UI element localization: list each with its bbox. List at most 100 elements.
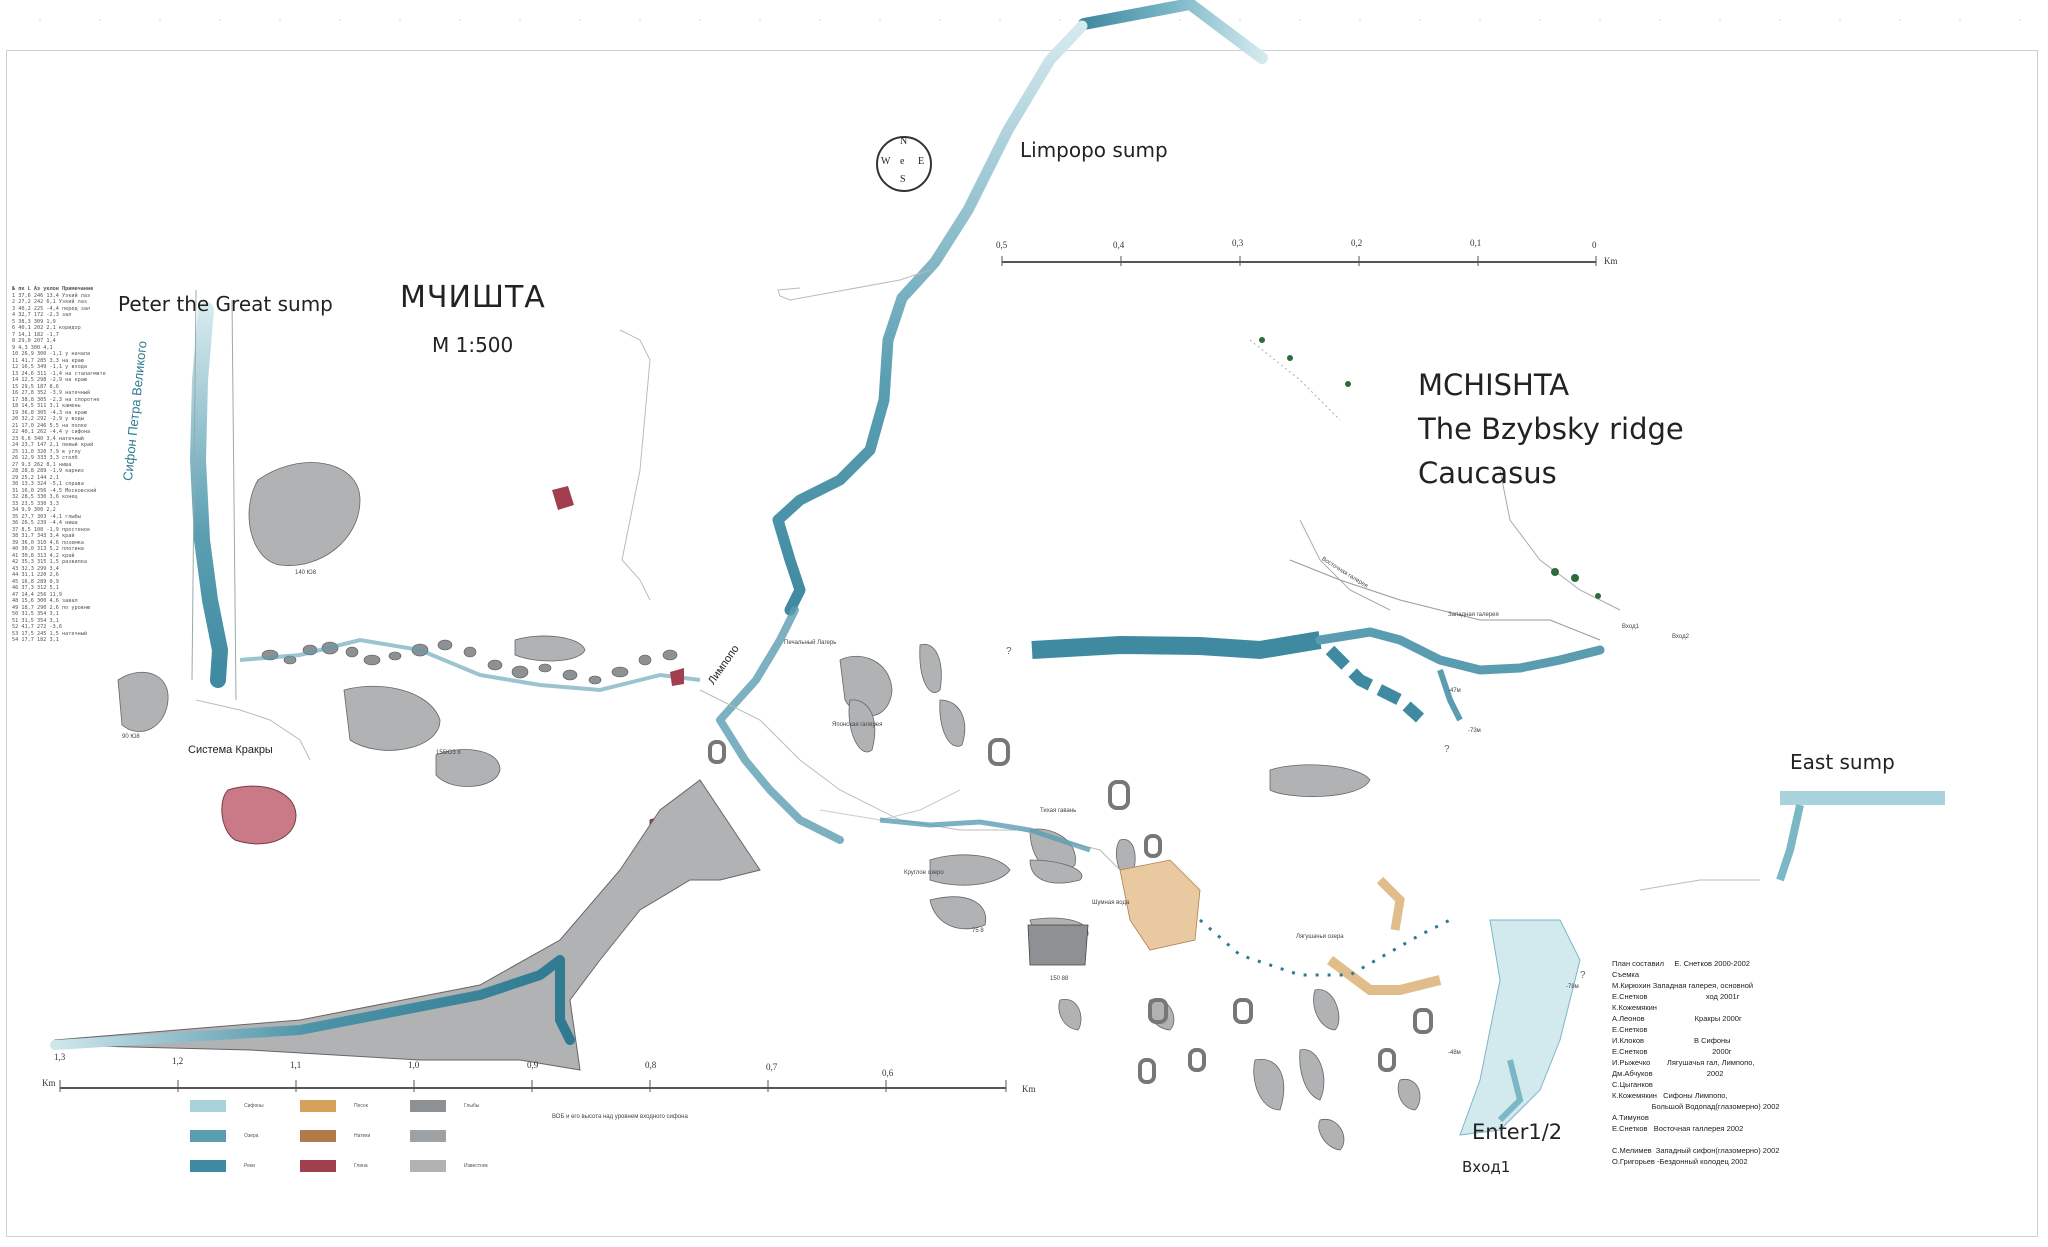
- scale-bottom-tick-3: 1,0: [408, 1060, 420, 1070]
- survey-row: 38 31,7 343 3,4 край: [12, 533, 75, 539]
- survey-row: 3 40,2 225 -4,4 перед зал: [12, 305, 91, 312]
- legend-item: Сифоны: [190, 1100, 264, 1112]
- legend-label: Натеки: [354, 1133, 371, 1139]
- unknown-mark-1: ?: [1006, 646, 1012, 657]
- survey-row: 10 26,9 300 -1,1 у начала: [12, 351, 91, 357]
- depth-78-label: -78м: [1566, 984, 1579, 990]
- depth-48-label: -48м: [1448, 1050, 1461, 1056]
- survey-row: 17 38,8 305 -2,3 на споротне: [12, 396, 100, 403]
- peter-sump-channel: [189, 302, 229, 688]
- credit-line: Дм.Абчуков 2002: [1612, 1069, 1724, 1078]
- credit-line: [1612, 1134, 1780, 1145]
- compass-w: W: [881, 156, 891, 167]
- sand-area: [1119, 859, 1201, 951]
- chamber-140-label: 140 Ю8: [295, 570, 317, 576]
- west-gallery-water: [239, 637, 701, 693]
- vhod2-label: Вход2: [1672, 634, 1689, 640]
- shumnaya-label: Шумная вода: [1092, 900, 1130, 906]
- survey-row: 33 23,5 330 3,3: [12, 500, 59, 507]
- survey-row: 14 12,5 298 -2,9 на краю: [12, 377, 87, 383]
- credit-line: А.Тимунов: [1612, 1113, 1649, 1122]
- legend-label: Сифоны: [244, 1103, 264, 1109]
- survey-row: 36 26,5 239 -4,4 ниша: [12, 520, 78, 526]
- peter-sump-outline: [191, 289, 237, 701]
- scale-bar-bottom: [59, 1080, 1007, 1092]
- legend-swatch: [190, 1100, 226, 1112]
- legend-swatch: [300, 1160, 336, 1172]
- boulder-chain: [261, 639, 678, 685]
- survey-row: 47 14,4 256 11,9: [12, 591, 62, 598]
- vostochnaya-passage: [1299, 519, 1391, 611]
- scale-bottom-unit-left: Km: [42, 1078, 56, 1088]
- survey-row: 48 15,6 300 4,6 завал: [12, 598, 78, 604]
- legend-item: Озера: [190, 1130, 258, 1142]
- survey-row: 49 18,7 290 2,6 по уровню: [12, 604, 91, 611]
- limpopo-sump-label: Limpopo sump: [1020, 138, 1168, 162]
- survey-row: 25 11,0 320 7,9 в углу: [12, 448, 81, 455]
- scale-top-tick-5: 0: [1592, 240, 1597, 250]
- scale-bar-top: [1001, 256, 1597, 266]
- legend-label: Глыбы: [464, 1103, 480, 1109]
- survey-row: 20 32,2 292 -2,9 у воды: [12, 416, 84, 422]
- enter-label: Enter1/2: [1472, 1120, 1563, 1144]
- zapadnaya-label: Западная галерея: [1448, 612, 1499, 618]
- survey-row: 44 31,1 220 2,6: [12, 572, 59, 578]
- legend-swatch: [410, 1100, 446, 1112]
- chamber-90-label: 90 Ю8: [122, 734, 140, 740]
- survey-row: 19 36,8 305 -4,3 на краю: [12, 409, 87, 416]
- limpopo-sump-passage: [1078, 0, 1268, 64]
- chamber-75: [929, 854, 1011, 886]
- survey-row: 27 9,3 262 8,1 ниша: [12, 461, 72, 468]
- legend-label: Реки: [244, 1163, 255, 1169]
- compass-rose: N W E S e: [876, 136, 932, 192]
- legend-swatch: [190, 1130, 226, 1142]
- limestone-chambers: [117, 462, 1421, 1151]
- survey-row: 34 9,9 300 2,2: [12, 507, 56, 513]
- scale-bottom-tick-7: 0,6: [882, 1068, 894, 1078]
- east-upper-passage: [1315, 627, 1605, 675]
- compass-s: S: [900, 174, 906, 185]
- credit-line: С.Мелимев Западный сифон(глазомерно) 200…: [1612, 1146, 1780, 1155]
- scale-top-tick-1: 0,4: [1113, 240, 1125, 250]
- dotted-link: [1199, 918, 1451, 977]
- survey-row: 24 23,7 147 2,1 левый край: [12, 442, 94, 448]
- legend-item: Песок: [300, 1100, 368, 1112]
- credit-line: И.Рыжечко Лягушачья гал, Лимпопо,: [1612, 1058, 1755, 1067]
- limpopo-river: [772, 20, 1088, 616]
- chamber-150-label: 150 88: [1050, 976, 1069, 982]
- credit-line: К.Кожемякин Сифоны Лимпопо,: [1612, 1091, 1728, 1100]
- survey-row: 35 27,7 303 -4,1 глыбы: [12, 513, 81, 520]
- survey-row: 7 14,1 182 -1,7: [12, 331, 59, 338]
- survey-row: 22 40,1 262 -4,4 у сифона: [12, 429, 91, 435]
- enter-shaft: [1459, 919, 1581, 1136]
- sand-passage-2: [1376, 876, 1405, 931]
- limpopo-lower: [716, 606, 844, 844]
- unknown-mark-3: ?: [1580, 970, 1586, 981]
- survey-row: 18 14,5 311 3,1 камень: [12, 403, 81, 409]
- legend-swatch: [300, 1100, 336, 1112]
- credit-line: О.Григорьев -Бездонный колодец 2002: [1612, 1157, 1748, 1166]
- clay-spot: [552, 486, 574, 510]
- survey-row: 54 17,7 182 3,1: [12, 637, 59, 643]
- legend-note: ВОБ и его высота над уровнем входного си…: [552, 1114, 688, 1120]
- limpopo-side-passage: [619, 329, 651, 601]
- legend-item: Глыбы: [410, 1100, 479, 1112]
- survey-table: № пк L Аз уклон Примечание 1 37,6 246 13…: [12, 286, 106, 644]
- survey-row: 11 41,7 285 3,3 на краю: [12, 357, 84, 364]
- survey-row: 45 16,8 289 0,9: [12, 578, 59, 585]
- krakry-passage: [195, 699, 311, 761]
- east-main-passage: [1031, 631, 1322, 660]
- yaponskaya-label: Японская галерея: [832, 722, 883, 728]
- southwest-grey-passage: [54, 779, 761, 1071]
- scale-top-unit: Km: [1604, 256, 1618, 266]
- compass-n: N: [900, 136, 908, 147]
- surface-trees: [1259, 337, 1601, 599]
- krakry-label: Система Кракры: [188, 744, 273, 756]
- central-outline-2: [819, 789, 961, 821]
- credit-line: Е.Снетков 2000г: [1612, 1047, 1732, 1056]
- survey-row: 9 4,3 300 4,1: [12, 344, 53, 351]
- east-sump-label: East sump: [1790, 750, 1895, 774]
- limpopo-to-east-line: [1499, 469, 1621, 611]
